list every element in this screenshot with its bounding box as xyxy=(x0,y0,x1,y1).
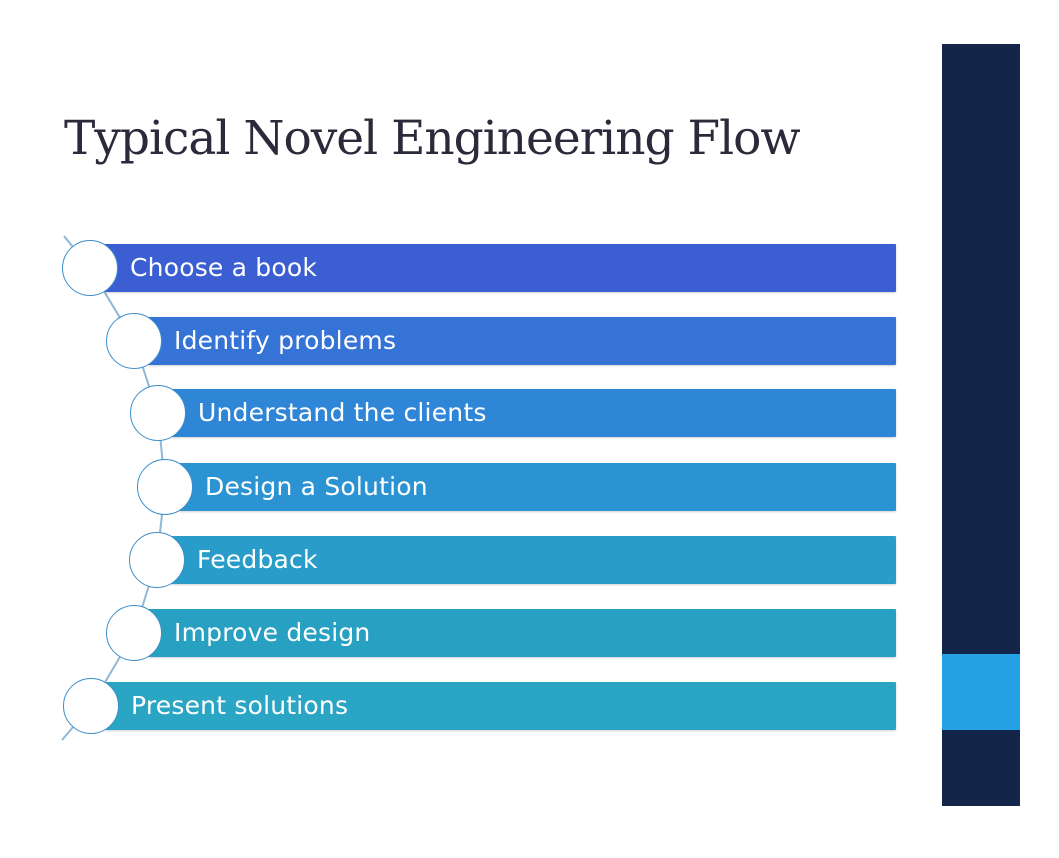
step-choose-a-book[interactable]: Choose a book xyxy=(104,244,896,292)
step-marker-circle-icon xyxy=(129,532,185,588)
step-label: Choose a book xyxy=(130,253,318,282)
step-present-solutions[interactable]: Present solutions xyxy=(105,682,896,730)
step-feedback[interactable]: Feedback xyxy=(171,536,896,584)
step-label: Understand the clients xyxy=(198,398,487,427)
step-label: Improve design xyxy=(174,618,371,647)
step-marker-circle-icon xyxy=(62,240,118,296)
step-marker-circle-icon xyxy=(106,605,162,661)
step-label: Feedback xyxy=(197,545,318,574)
step-marker-circle-icon xyxy=(137,459,193,515)
step-improve-design[interactable]: Improve design xyxy=(148,609,896,657)
step-marker-circle-icon xyxy=(63,678,119,734)
step-marker-circle-icon xyxy=(106,313,162,369)
step-label: Identify problems xyxy=(174,326,397,355)
step-marker-circle-icon xyxy=(130,385,186,441)
side-decoration-accent xyxy=(942,654,1020,730)
step-label: Present solutions xyxy=(131,691,349,720)
step-label: Design a Solution xyxy=(205,472,428,501)
step-understand-the-clients[interactable]: Understand the clients xyxy=(172,389,896,437)
step-design-a-solution[interactable]: Design a Solution xyxy=(179,463,896,511)
slide-title: Typical Novel Engineering Flow xyxy=(64,111,801,166)
step-identify-problems[interactable]: Identify problems xyxy=(148,317,896,365)
